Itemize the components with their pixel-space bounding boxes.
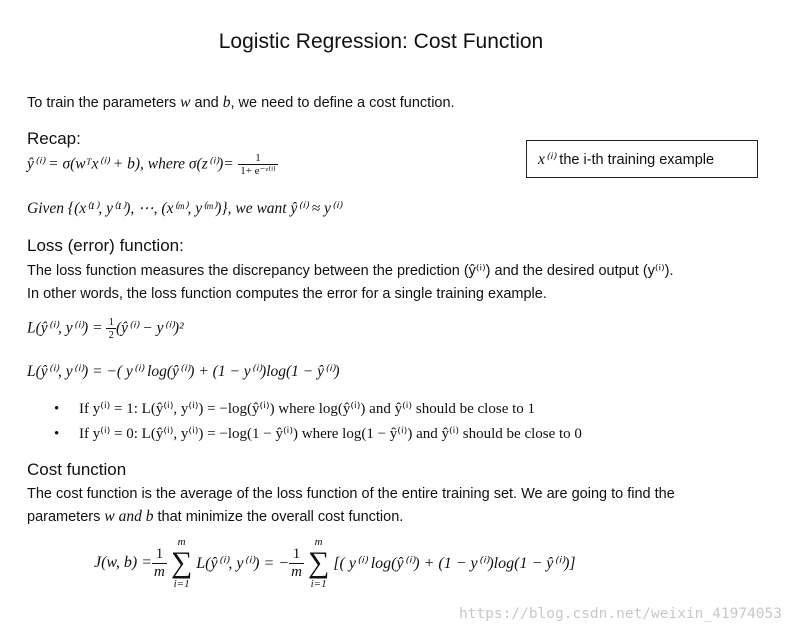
note-box [526,140,758,178]
var-w: w [180,94,191,111]
summation-1: m ∑ i=1 [171,536,192,590]
loss-eq1-left: L(ŷ⁽ⁱ⁾, y⁽ⁱ⁾) = [27,319,107,337]
cost-desc-vars: w and b [104,508,154,525]
loss-description-line-1: The loss function measures the discrepan… [27,263,674,279]
intro-after: , we need to define a cost function. [230,95,455,111]
sigmoid-fraction: 1 1+ e⁻ᶻ⁽ⁱ⁾ [238,152,278,177]
note-symbol: x⁽ⁱ⁾ [538,151,556,168]
given-equation: Given {(x⁽¹⁾, y⁽¹⁾), ⋯, (x⁽ᵐ⁾, y⁽ᵐ⁾)}, w… [27,200,342,217]
page-title: Logistic Regression: Cost Function [218,30,544,53]
sum1-symbol: ∑ [170,546,193,579]
intro-text: To train the parameters w and b, we need… [27,94,455,112]
half-numerator: 1 [106,316,116,329]
watermark: https://blog.csdn.net/weixin_41974053 [458,606,782,622]
sum1-top: m [177,536,186,548]
summation-2: m ∑ i=1 [308,536,329,590]
bullet-dot: • [54,426,60,442]
sum2-top: m [314,536,323,548]
sigmoid-denominator: 1+ e⁻ᶻ⁽ⁱ⁾ [240,165,276,177]
cost-frac2-den: m [291,563,302,580]
cost-eq-rhs: [( y⁽ⁱ⁾ log(ŷ⁽ⁱ⁾) + (1 − y⁽ⁱ⁾)log(1 − ŷ⁽… [333,555,576,572]
loss-eq1-right: (ŷ⁽ⁱ⁾ − y⁽ⁱ⁾)² [115,319,184,337]
intro-before: To train the parameters [27,95,181,111]
bullet-2-text: If y⁽ⁱ⁾ = 0: L(ŷ⁽ⁱ⁾, y⁽ⁱ⁾) = −log(1 − ŷ⁽… [79,426,582,442]
sum2-bottom: i=1 [310,578,327,590]
sum2-symbol: ∑ [307,546,330,579]
cost-frac1-num: 1 [152,546,167,564]
note-label: the i-th training example [555,152,715,168]
sigmoid-numerator: 1 [238,152,278,165]
cost-desc-after: that minimize the overall cost function. [153,509,404,525]
cost-frac1-den: m [154,563,165,580]
loss-equation-2: L(ŷ⁽ⁱ⁾, y⁽ⁱ⁾) = −( y⁽ⁱ⁾ log(ŷ⁽ⁱ⁾) + (1 −… [27,363,340,380]
bullet-1: • If y⁽ⁱ⁾ = 1: L(ŷ⁽ⁱ⁾, y⁽ⁱ⁾) = −log(ŷ⁽ⁱ⁾… [54,399,535,418]
cost-heading: Cost function [27,460,127,479]
bullet-1-text: If y⁽ⁱ⁾ = 1: L(ŷ⁽ⁱ⁾, y⁽ⁱ⁾) = −log(ŷ⁽ⁱ⁾) … [79,401,536,417]
cost-eq-lhs: J(w, b) = [94,554,153,571]
cost-eq-mid: L(ŷ⁽ⁱ⁾, y⁽ⁱ⁾) = − [196,555,290,572]
cost-description-line-1: The cost function is the average of the … [27,486,675,502]
var-b: b [222,94,231,111]
yhat-equation: ŷ⁽ⁱ⁾ = σ(wᵀx⁽ⁱ⁾ + b), where σ(z⁽ⁱ⁾)= 1 1… [27,152,278,177]
half-denominator: 2 [108,329,114,341]
cost-frac2-num: 1 [289,546,304,564]
cost-desc-before: parameters [27,509,105,525]
intro-and: and [190,95,223,111]
bullet-dot: • [54,401,60,417]
loss-heading: Loss (error) function: [27,236,184,255]
bullet-2: • If y⁽ⁱ⁾ = 0: L(ŷ⁽ⁱ⁾, y⁽ⁱ⁾) = −log(1 − … [54,424,582,443]
recap-heading: Recap: [27,129,81,148]
sum1-bottom: i=1 [173,578,190,590]
loss-description-line-2: In other words, the loss function comput… [27,286,547,302]
yhat-equation-text: ŷ⁽ⁱ⁾ = σ(wᵀx⁽ⁱ⁾ + b), where σ(z⁽ⁱ⁾)= [27,155,234,173]
cost-description-line-2: parameters w and b that minimize the ove… [27,508,403,526]
note-box-text: x⁽ⁱ⁾ the i-th training example [538,150,714,169]
